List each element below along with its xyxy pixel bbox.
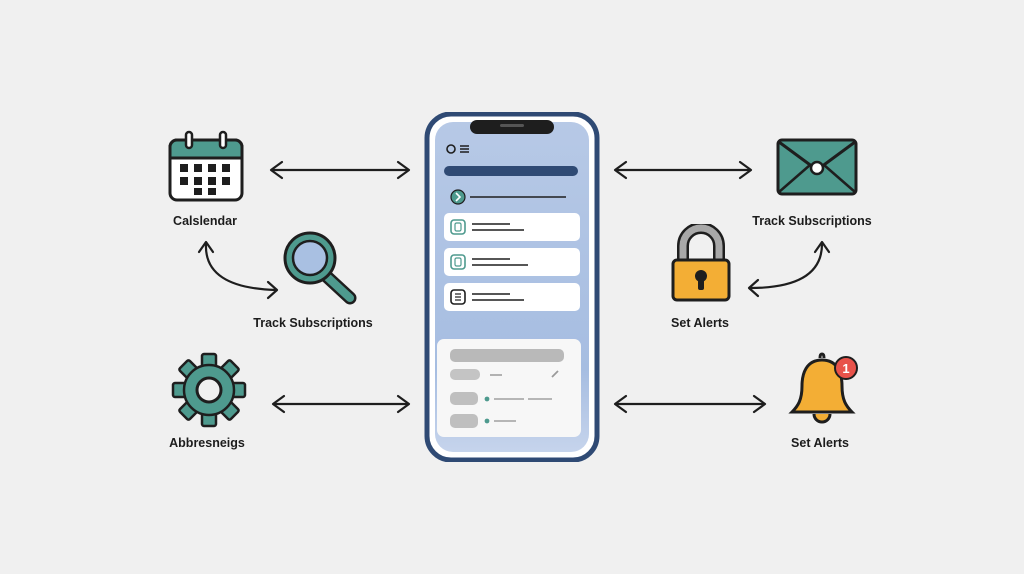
gear-icon — [171, 352, 247, 428]
calendar-icon — [168, 130, 244, 202]
magnifier-icon — [283, 231, 357, 305]
phone-bottom-panel — [437, 339, 581, 437]
arrow-phone-email — [613, 160, 753, 180]
email-label: Track Subscriptions — [752, 214, 872, 228]
arrow-calendar-phone — [269, 160, 411, 180]
envelope-icon — [776, 138, 858, 196]
arrow-calendar-search — [197, 240, 279, 300]
arrow-settings-phone — [271, 394, 411, 414]
padlock-icon — [671, 224, 731, 302]
search-label: Track Subscriptions — [253, 316, 373, 330]
phone-mockup — [424, 112, 600, 462]
arrow-phone-bell — [613, 394, 767, 414]
lock-label: Set Alerts — [671, 316, 729, 330]
notification-badge: 1 — [834, 356, 858, 380]
notification-count: 1 — [842, 360, 850, 376]
calendar-label: Calslendar — [173, 214, 237, 228]
arrow-email-lock — [747, 240, 831, 298]
settings-label: Abbresneigs — [169, 436, 245, 450]
phone-list — [444, 213, 580, 311]
bell-label: Set Alerts — [791, 436, 849, 450]
